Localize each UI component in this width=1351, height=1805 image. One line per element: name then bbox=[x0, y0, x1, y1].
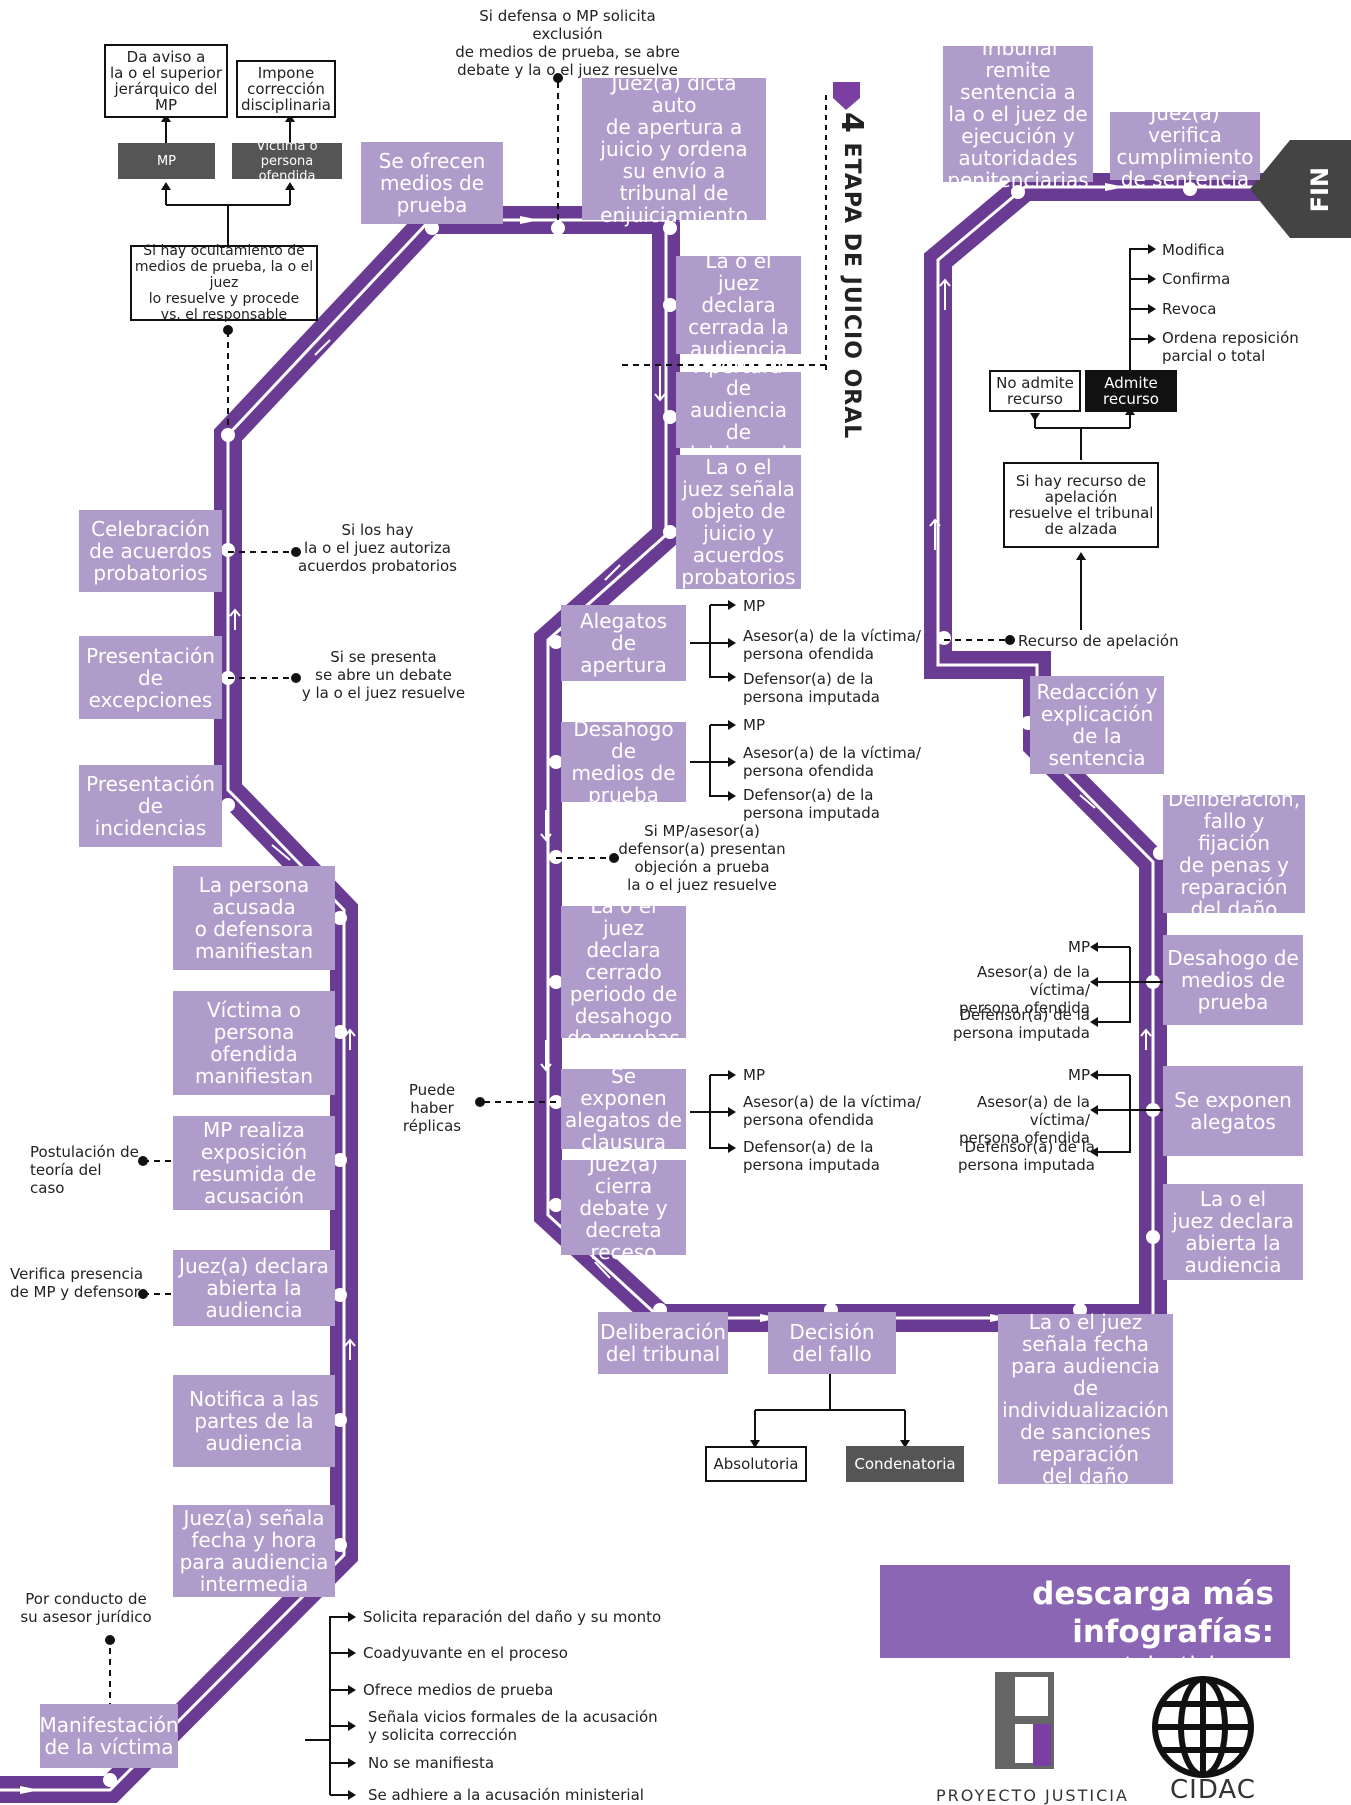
party-defensor: Defensor(a) de la persona imputada bbox=[743, 786, 880, 822]
stage-mp-realiza-exposicion[interactable]: MP realiza exposición resumida de acusac… bbox=[173, 1116, 335, 1210]
manifest-option: Coadyuvante en el proceso bbox=[363, 1644, 568, 1662]
stage-presentacion-incidencias[interactable]: Presentación de incidencias bbox=[79, 765, 222, 847]
stage-juez-verifica[interactable]: Juez(a) verifica cumplimiento de sentenc… bbox=[1110, 102, 1260, 190]
note-puede-haber: Puede haber réplicas bbox=[402, 1081, 462, 1135]
stage-manifestacion-victima[interactable]: Manifestación de la víctima bbox=[39, 1704, 179, 1768]
note-postulacion: Postulación de teoría del caso bbox=[30, 1143, 139, 1197]
dashed-connectors bbox=[109, 78, 1010, 1764]
ocultamiento-text: Si hay ocultamiento de medios de prueba,… bbox=[134, 243, 314, 323]
party-mp: MP bbox=[743, 716, 765, 734]
download-banner[interactable]: descarga más infografías: proyectojustic… bbox=[880, 1565, 1290, 1679]
stage-senala-objeto[interactable]: La o el juez señala objeto de juicio y a… bbox=[676, 455, 801, 589]
download-title: descarga más infografías: bbox=[1032, 1576, 1274, 1650]
stage-cerrado-periodo[interactable]: La o el juez declara cerrado periodo de … bbox=[561, 895, 686, 1049]
box-no-admite: No admite recurso bbox=[989, 370, 1081, 412]
manifest-option: Ofrece medios de prueba bbox=[363, 1681, 554, 1699]
stage-deliberacion-tribunal[interactable]: Deliberación del tribunal bbox=[598, 1312, 728, 1374]
stage-title: 4 ETAPA DE JUICIO ORAL bbox=[834, 112, 869, 439]
stage-notifica-partes[interactable]: Notifica a las partes de la audiencia bbox=[173, 1375, 335, 1467]
box-impone: Impone corrección disciplinaria bbox=[236, 60, 336, 118]
party-asesor: Asesor(a) de la víctima/ persona ofendid… bbox=[743, 744, 921, 780]
note-si-presenta: Si se presenta se abre un debate y la o … bbox=[301, 648, 466, 702]
box-admite: Admite recurso bbox=[1085, 370, 1177, 412]
box-si-hay-recurso: Si hay recurso de apelación resuelve el … bbox=[1003, 462, 1159, 548]
stage-alegatos-apertura[interactable]: Alegatos de apertura bbox=[561, 605, 686, 681]
proyecto-justicia-logo bbox=[995, 1672, 1054, 1769]
stage-juez-declara-abierta[interactable]: Juez(a) declara abierta la audiencia bbox=[173, 1250, 335, 1326]
verdict-absolutoria: Absolutoria bbox=[705, 1446, 807, 1482]
party-asesor: Asesor(a) de la víctima/ persona ofendid… bbox=[959, 963, 1090, 1017]
cidac-globe-logo bbox=[1152, 1676, 1254, 1778]
stage-desahogo-medios-2[interactable]: Desahogo de medios de prueba bbox=[1163, 935, 1303, 1025]
stage-tribunal-remite[interactable]: Tribunal remite sentencia a la o el juez… bbox=[943, 37, 1093, 191]
party-defensor: Defensor(a) de la persona imputada bbox=[743, 1138, 880, 1174]
logo-proyecto-text: PROYECTO JUSTICIA bbox=[936, 1786, 1129, 1805]
party-mp: MP bbox=[743, 597, 765, 615]
note-si-mp-asesor: Si MP/asesor(a) defensor(a) presentan ob… bbox=[618, 822, 786, 894]
party-mp: MP bbox=[743, 1066, 765, 1084]
stage-senala-fecha-individualizacion[interactable]: La o el juez señala fecha para audiencia… bbox=[998, 1311, 1173, 1487]
logo-cidac-text: CIDAC bbox=[1170, 1775, 1256, 1805]
party-asesor: Asesor(a) de la víctima/ persona ofendid… bbox=[743, 627, 921, 663]
track-ticks bbox=[229, 278, 1152, 1501]
recurso-option: Revoca bbox=[1162, 300, 1217, 318]
note-por-conducto: Por conducto de su asesor jurídico bbox=[20, 1590, 152, 1626]
verdict-condenatoria: Condenatoria bbox=[846, 1446, 964, 1482]
box-victima: Víctima o persona ofendida bbox=[232, 139, 342, 184]
download-url[interactable]: proyectojusticia.org bbox=[1046, 1653, 1274, 1679]
stage-number: 4 bbox=[834, 112, 869, 134]
stage-cierra-debate[interactable]: Juez(a) cierra debate y decreta receso bbox=[561, 1153, 686, 1263]
box-mp: MP bbox=[118, 143, 215, 179]
stage-celebracion-acuerdos[interactable]: Celebración de acuerdos probatorios bbox=[79, 510, 222, 592]
recurso-option: Confirma bbox=[1162, 270, 1231, 288]
stage-alegatos-clausura[interactable]: Se exponen alegatos de clausura bbox=[561, 1065, 686, 1153]
connector-dots bbox=[105, 73, 1015, 1645]
stage-se-ofrecen-medios[interactable]: Se ofrecen medios de prueba bbox=[361, 142, 503, 224]
stage-declara-cerrada[interactable]: La o el juez declara cerrada la audienci… bbox=[676, 250, 801, 360]
party-defensor: Defensor(a) de la persona imputada bbox=[743, 670, 880, 706]
solid-connectors bbox=[165, 122, 1163, 1796]
stage-deliberacion-fallo[interactable]: Deliberación, fallo y fijación de penas … bbox=[1163, 788, 1305, 920]
stage-presentacion-excepciones[interactable]: Presentación de excepciones bbox=[79, 636, 222, 719]
stage-declara-abierta-audiencia[interactable]: La o el juez declara abierta la audienci… bbox=[1163, 1184, 1303, 1280]
stage-decision-fallo[interactable]: Decisión del fallo bbox=[768, 1312, 896, 1374]
stage-label: ETAPA DE JUICIO ORAL bbox=[839, 142, 864, 440]
manifest-option: Solicita reparación del daño y su monto bbox=[363, 1608, 662, 1626]
box-ocultamiento: Si hay ocultamiento de medios de prueba,… bbox=[130, 243, 318, 323]
party-mp: MP bbox=[1068, 938, 1090, 956]
note-si-los-hay: Si los hay la o el juez autoriza acuerdo… bbox=[298, 521, 457, 575]
party-defensor: Defensor(a) de la persona imputada bbox=[958, 1138, 1095, 1174]
arrowheads bbox=[161, 82, 1156, 1800]
stage-victima-manifiestan[interactable]: Víctima o persona ofendida manifiestan bbox=[173, 991, 335, 1095]
note-recurso-apelacion: Recurso de apelación bbox=[1018, 632, 1179, 650]
stage-redaccion-sentencia[interactable]: Redacción y explicación de la sentencia bbox=[1030, 676, 1164, 774]
stage-apertura-juicio-oral[interactable]: Apertura de audiencia de juicio oral bbox=[676, 355, 801, 465]
stage-auto-apertura[interactable]: Juez(a) dicta auto de apertura a juicio … bbox=[582, 72, 766, 226]
party-defensor: Defensor(a) de la persona imputada bbox=[953, 1006, 1090, 1042]
party-mp: MP bbox=[1068, 1066, 1090, 1084]
recurso-option: Modifica bbox=[1162, 241, 1225, 259]
stage-desahogo-medios[interactable]: Desahogo de medios de prueba bbox=[561, 718, 686, 806]
fin-label: FIN bbox=[1306, 167, 1334, 213]
recurso-option: Ordena reposición parcial o total bbox=[1162, 329, 1299, 365]
stage-exponen-alegatos[interactable]: Se exponen alegatos bbox=[1163, 1066, 1303, 1156]
note-si-defensa: Si defensa o MP solicita exclusión de me… bbox=[455, 7, 680, 79]
stage-acusada-manifiestan[interactable]: La persona acusada o defensora manifiest… bbox=[173, 866, 335, 970]
fin-marker bbox=[1250, 140, 1351, 238]
box-da-aviso: Da aviso a la o el superior jerárquico d… bbox=[104, 44, 228, 118]
stage-juez-senala-fecha[interactable]: Juez(a) señala fecha y hora para audienc… bbox=[173, 1505, 335, 1597]
manifest-option: Señala vicios formales de la acusación y… bbox=[368, 1708, 658, 1744]
manifest-option: Se adhiere a la acusación ministerial bbox=[368, 1786, 644, 1804]
note-verifica-presencia: Verifica presencia de MP y defensor bbox=[10, 1265, 144, 1301]
party-asesor: Asesor(a) de la víctima/ persona ofendid… bbox=[959, 1093, 1090, 1147]
manifest-option: No se manifiesta bbox=[368, 1754, 495, 1772]
party-asesor: Asesor(a) de la víctima/ persona ofendid… bbox=[743, 1093, 921, 1129]
